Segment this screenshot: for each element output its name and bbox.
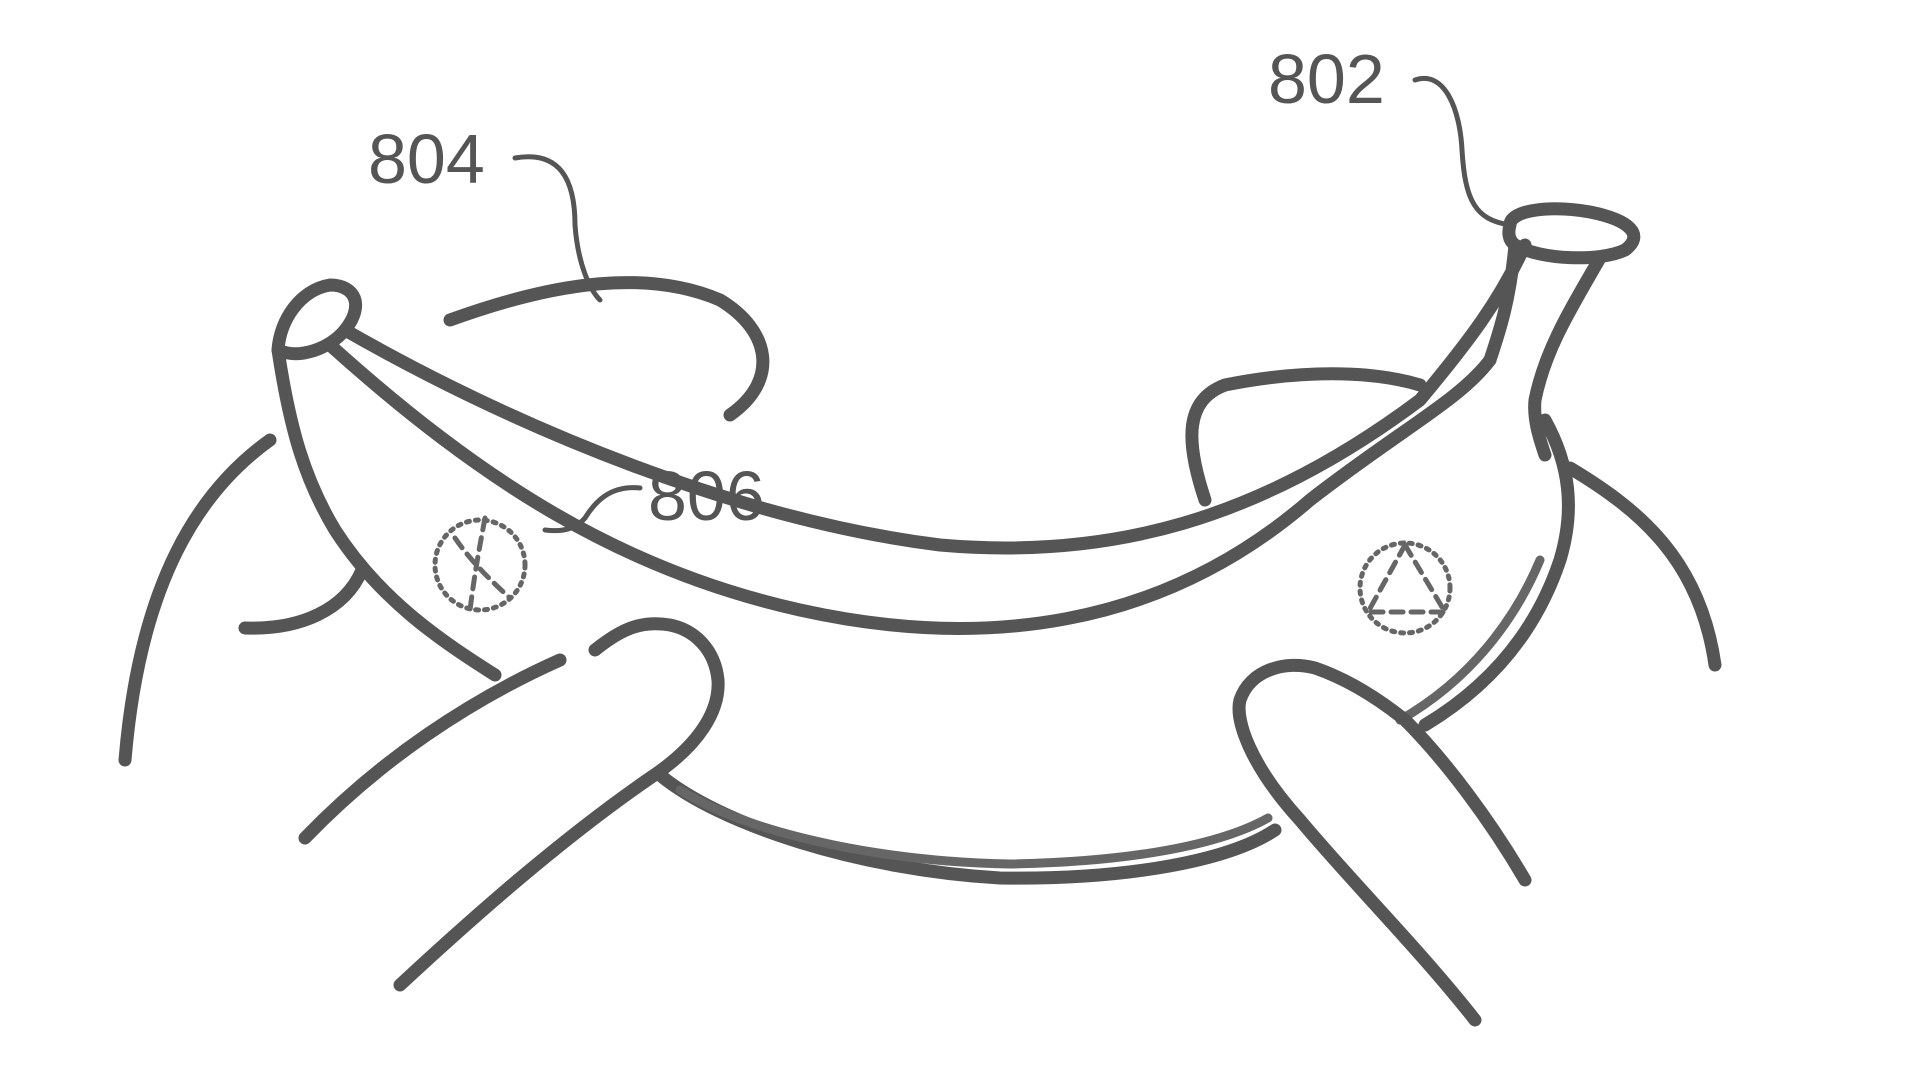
banana-bottom-highlight — [675, 785, 1273, 869]
left-front-finger — [393, 617, 725, 992]
left-back-finger-outline — [118, 433, 277, 767]
banana-top-ridge — [338, 238, 1532, 555]
x-mark-dotted-circle-icon — [432, 515, 528, 613]
banana-stem-left — [1483, 238, 1522, 367]
banana-left-outline — [271, 343, 502, 682]
triangle-dotted-circle-icon — [1357, 539, 1453, 636]
leader-line-806 — [542, 485, 643, 534]
left-front-thumb — [298, 653, 567, 845]
banana-tip — [271, 278, 363, 361]
ref-label-806: 806 — [648, 457, 765, 535]
banana-stem-right — [1528, 251, 1607, 462]
right-front-finger — [1232, 658, 1532, 1027]
ref-label-802: 802 — [1268, 40, 1385, 118]
banana-right-underside-inner — [1395, 555, 1545, 725]
leader-line-804 — [512, 154, 603, 303]
banana-middle-ridge — [323, 338, 1497, 635]
left-finger-curl — [238, 563, 369, 635]
ref-label-804: 804 — [368, 120, 485, 198]
left-top-finger-outline — [443, 276, 770, 422]
right-top-finger-outline — [1185, 367, 1427, 507]
leader-line-802 — [1412, 75, 1513, 228]
banana-right-underside — [1418, 413, 1575, 732]
banana-stem-cap — [1502, 202, 1641, 265]
right-back-finger-outline — [1563, 461, 1722, 672]
